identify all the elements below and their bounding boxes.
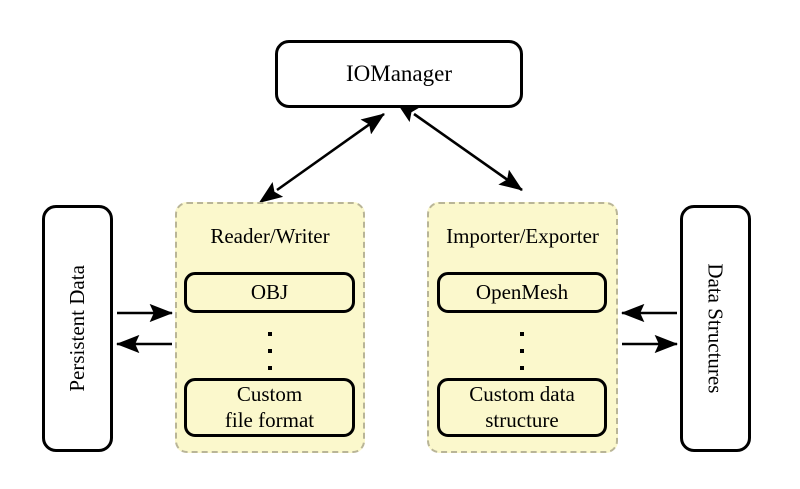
node-obj-label: OBJ [250,279,289,304]
node-custom-file-format-label: Custom file format [225,382,314,432]
ellipsis-dot [520,349,524,353]
node-io-manager[interactable]: IOManager [275,40,523,108]
node-data-structures[interactable]: Data Structures [680,205,751,452]
ellipsis-dot [520,332,524,336]
node-custom-data-structure-line2: structure [485,407,559,432]
node-custom-file-format-line2: file format [224,407,315,432]
node-openmesh-label: OpenMesh [475,279,569,304]
node-custom-data-structure-label: Custom data structure [469,382,575,432]
ellipsis-dot [268,332,272,336]
arrow-manager-importer-exporter [395,101,523,192]
node-persistent-data-label: Persistent Data [65,265,90,392]
ellipsis-dot [268,349,272,353]
node-obj[interactable]: OBJ [184,272,355,313]
node-io-manager-label: IOManager [345,61,452,87]
ellipsis-importer-exporter [515,332,529,370]
ellipsis-dot [268,366,272,370]
node-custom-data-structure-line1: Custom data [469,382,575,407]
node-custom-data-structure[interactable]: Custom data structure [437,378,607,437]
arrow-manager-reader-writer [258,112,385,203]
node-data-structures-label: Data Structures [703,263,728,394]
node-custom-file-format-line1: Custom [236,382,303,407]
node-openmesh[interactable]: OpenMesh [437,272,607,313]
node-persistent-data[interactable]: Persistent Data [42,205,113,452]
ellipsis-dot [520,366,524,370]
ellipsis-reader-writer [263,332,277,370]
node-custom-file-format[interactable]: Custom file format [184,378,355,437]
panel-importer-exporter-title: Importer/Exporter [446,224,599,248]
panel-reader-writer-title: Reader/Writer [210,224,330,248]
